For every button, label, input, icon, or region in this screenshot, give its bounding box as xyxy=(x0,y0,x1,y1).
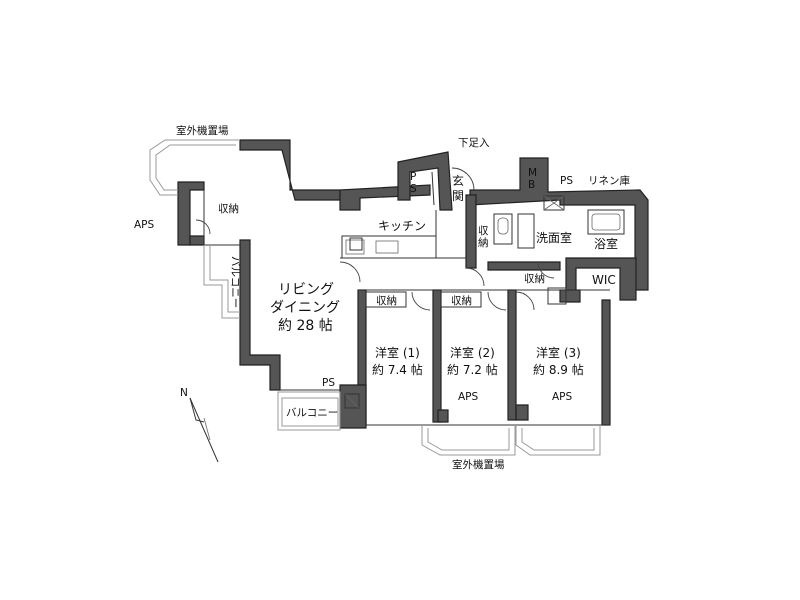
living-label-1: リビング xyxy=(278,282,334,298)
exterior-walls xyxy=(177,139,649,429)
shoe-box-label: 下足入 xyxy=(458,137,490,149)
mb-b: B xyxy=(528,179,535,191)
outdoor-unit-top-label: 室外機置場 xyxy=(176,124,229,137)
linen-label: リネン庫 xyxy=(588,174,630,187)
living-size: 約 28 帖 xyxy=(278,318,333,334)
north-arrow: N xyxy=(180,387,219,463)
ps-bottom-label: PS xyxy=(322,377,335,389)
mb-m: M xyxy=(528,167,537,179)
outdoor-unit-bottom-label: 室外機置場 xyxy=(452,458,505,471)
storage-top-left-label: 収納 xyxy=(218,202,239,215)
interior-lines xyxy=(203,171,625,426)
room3-name: 洋室 (3) xyxy=(536,345,581,360)
north-label: N xyxy=(180,387,188,399)
storage-room1-label: 収納 xyxy=(376,294,397,307)
washroom-label: 洗面室 xyxy=(536,230,572,245)
storage-kitchen-label-1: 収 xyxy=(478,225,489,237)
balcony-vertical-label: バルコニー xyxy=(229,256,241,308)
room1-name: 洋室 (1) xyxy=(375,345,420,360)
ps-box-s: S xyxy=(410,183,417,195)
storage-room2-label: 収納 xyxy=(451,294,472,307)
balconies xyxy=(149,139,601,456)
living-label-2: ダイニング xyxy=(270,300,340,316)
doors xyxy=(195,167,555,311)
bath-label: 浴室 xyxy=(594,236,618,251)
room2-name: 洋室 (2) xyxy=(450,345,495,360)
kitchen-label: キッチン xyxy=(378,219,426,233)
room1-size: 約 7.4 帖 xyxy=(372,362,423,377)
aps-left-label: APS xyxy=(134,219,155,231)
storage-kitchen-label-2: 納 xyxy=(478,236,489,249)
ps-top-label: PS xyxy=(560,175,573,187)
entrance-label-1: 玄 xyxy=(452,173,464,188)
balcony-bottom-label: バルコニー xyxy=(286,407,338,419)
aps-mid-label: APS xyxy=(458,391,479,403)
entrance-label-2: 関 xyxy=(452,189,464,203)
wic-label: WIC xyxy=(592,273,616,287)
aps-right-label: APS xyxy=(552,391,573,403)
room3-size: 約 8.9 帖 xyxy=(533,362,584,377)
ps-box-p: P xyxy=(410,171,416,183)
room2-size: 約 7.2 帖 xyxy=(447,362,498,377)
storage-wash-label: 収納 xyxy=(524,272,545,285)
